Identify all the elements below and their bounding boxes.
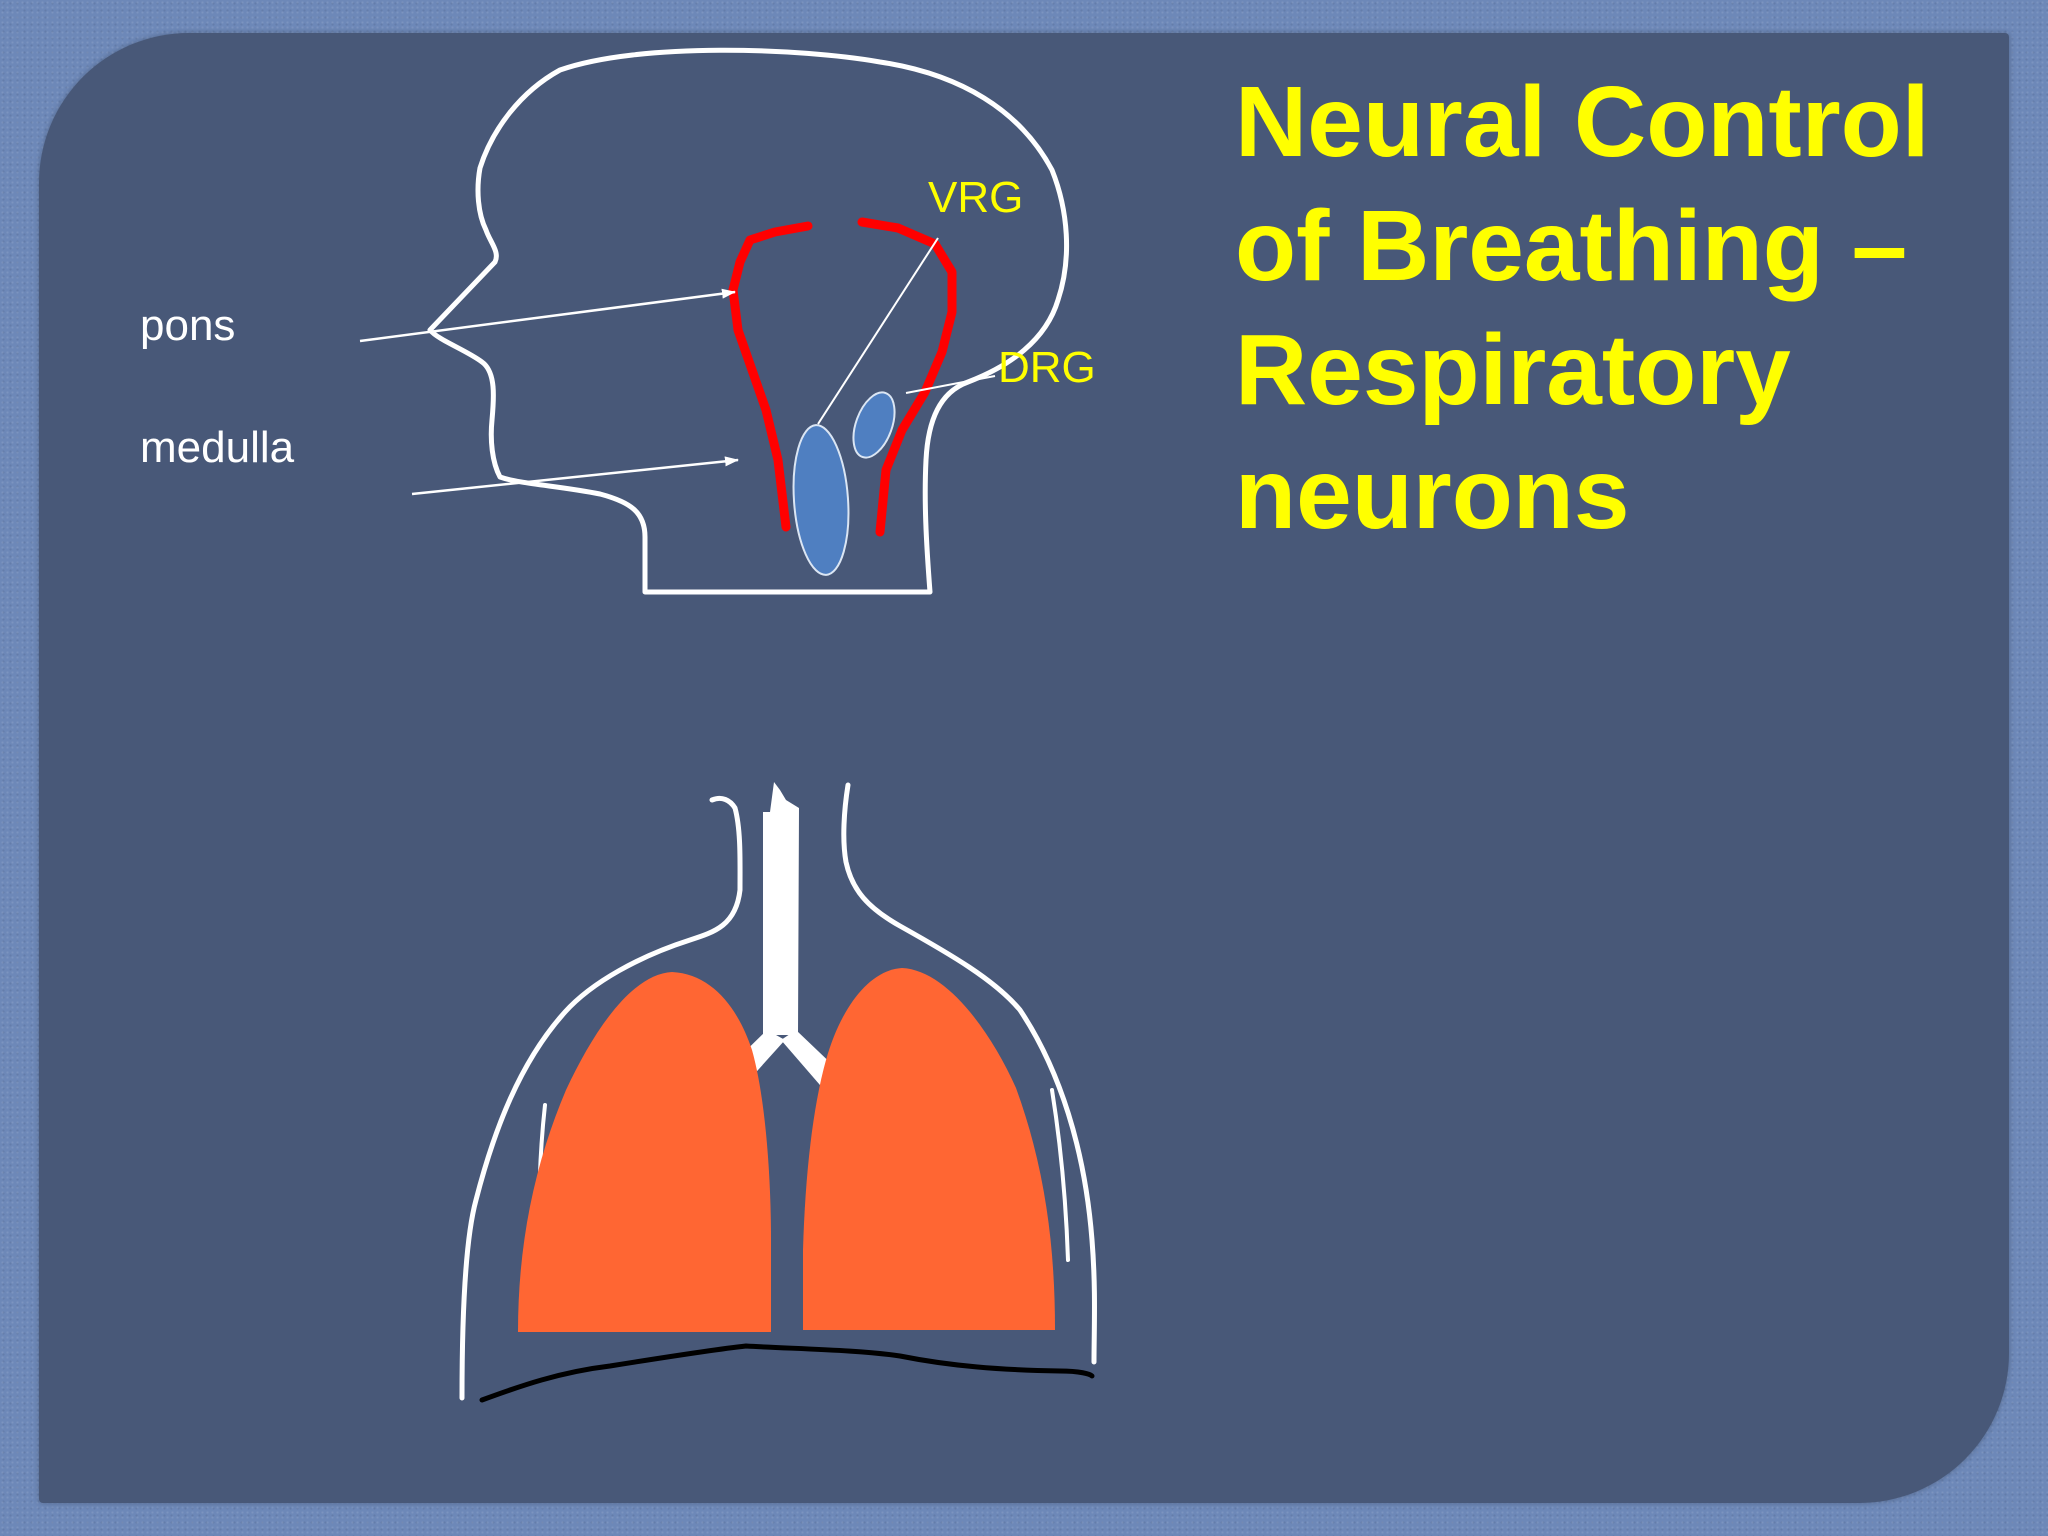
drg-neuron-group <box>852 391 896 459</box>
pons-arrow <box>359 288 736 343</box>
torso-outline-right <box>841 782 1097 1365</box>
trachea <box>763 782 799 1035</box>
drg-leader-line <box>905 375 996 394</box>
torso-outline-left <box>459 795 743 1401</box>
head-outline <box>427 47 1070 595</box>
title-line-1: Neural Control <box>1235 66 1930 178</box>
title-line-4: neurons <box>1235 438 1630 550</box>
medulla-arrow <box>411 456 739 496</box>
vrg-label: VRG <box>928 173 1023 222</box>
medulla-label: medulla <box>140 423 295 472</box>
slide-title: Neural Control of Breathing – Respirator… <box>1235 60 2015 556</box>
title-line-2: of Breathing – <box>1235 190 1908 302</box>
diaphragm <box>479 1343 1095 1403</box>
right-lung <box>803 968 1055 1330</box>
brainstem-left-outline <box>728 221 813 532</box>
vrg-neuron-group <box>792 424 850 576</box>
pons-label: pons <box>140 301 235 350</box>
title-line-3: Respiratory <box>1235 314 1791 426</box>
torso-inner-outline-right <box>1050 1088 1070 1262</box>
vrg-leader-line <box>817 237 939 425</box>
drg-label: DRG <box>998 343 1096 392</box>
brainstem-right-outline <box>857 217 957 537</box>
left-lung <box>518 972 771 1332</box>
